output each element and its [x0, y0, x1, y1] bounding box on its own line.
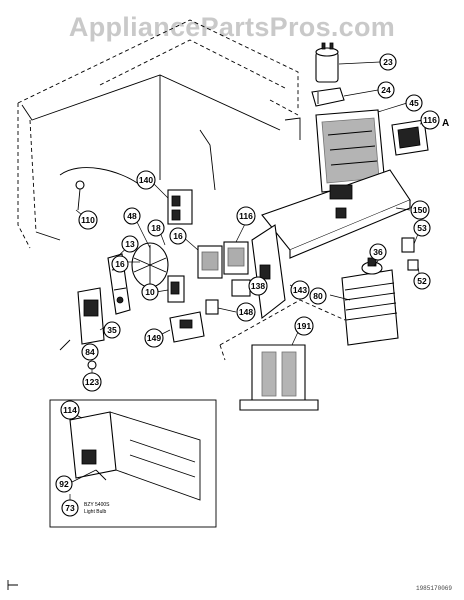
svg-text:45: 45 — [409, 98, 419, 108]
callout-16-b: 16 — [111, 255, 129, 273]
switch-mount-plate — [251, 224, 286, 320]
magnetron — [341, 257, 399, 346]
switch-bracket — [167, 189, 193, 225]
callout-114: 114 — [60, 400, 80, 420]
inset-note-desc: Light Bulb — [84, 509, 106, 515]
svg-text:23: 23 — [383, 57, 393, 67]
svg-text:36: 36 — [373, 247, 383, 257]
callout-16-a: 16 — [169, 227, 187, 245]
svg-text:35: 35 — [107, 325, 117, 335]
svg-text:148: 148 — [239, 307, 253, 317]
cooling-fan — [131, 242, 169, 288]
callout-191: 191 — [294, 316, 314, 336]
callout-80: 80 — [309, 287, 327, 305]
callout-116-b: 116 — [236, 206, 256, 226]
interlock-switches — [197, 241, 249, 279]
callout-110: 110 — [78, 210, 98, 230]
mount-plate — [261, 169, 411, 259]
callout-116-a: 116 A — [420, 110, 449, 130]
capacitor-bracket — [311, 87, 345, 107]
sensor-clip — [205, 299, 219, 315]
callout-13: 13 — [121, 235, 139, 253]
callout-84: 84 — [81, 343, 99, 361]
callout-45: 45 — [405, 94, 423, 112]
lamp-detail-inset — [49, 399, 217, 528]
transformer — [239, 344, 319, 411]
door-switch — [167, 275, 185, 303]
svg-text:84: 84 — [85, 347, 95, 357]
svg-text:143: 143 — [293, 285, 307, 295]
callout-123: 123 — [82, 372, 102, 392]
callout-24: 24 — [377, 81, 395, 99]
door-switch-assembly — [59, 287, 105, 370]
cabinet-outline — [17, 19, 346, 361]
callout-bubbles: 23 24 45 116 A 140 110 48 18 16 116 150 … — [55, 53, 449, 517]
callout-18: 18 — [147, 219, 165, 237]
svg-text:116: 116 — [239, 211, 253, 221]
callout-10: 10 — [141, 283, 159, 301]
callout-138: 138 — [248, 276, 268, 296]
svg-text:123: 123 — [85, 377, 99, 387]
callout-52: 52 — [413, 272, 431, 290]
svg-text:191: 191 — [297, 321, 311, 331]
watermark: AppliancePartsPros.com — [68, 12, 396, 42]
callout-35: 35 — [103, 321, 121, 339]
circuit-board-panel — [315, 109, 386, 193]
svg-text:138: 138 — [251, 281, 265, 291]
svg-text:149: 149 — [147, 333, 161, 343]
svg-text:48: 48 — [127, 211, 137, 221]
monitor-switch — [231, 279, 251, 297]
terminal-block — [401, 237, 419, 271]
svg-text:73: 73 — [65, 503, 75, 513]
svg-text:A: A — [442, 118, 449, 129]
svg-text:24: 24 — [381, 85, 391, 95]
svg-text:80: 80 — [313, 291, 323, 301]
svg-text:110: 110 — [81, 215, 95, 225]
svg-text:140: 140 — [139, 175, 153, 185]
callout-53: 53 — [413, 219, 431, 237]
svg-text:53: 53 — [417, 223, 427, 233]
svg-text:16: 16 — [173, 231, 183, 241]
callout-143: 143 — [290, 280, 310, 300]
footer-code: 1985170069 — [416, 585, 452, 592]
relay-top-right — [391, 119, 429, 156]
svg-text:16: 16 — [115, 259, 125, 269]
callout-36: 36 — [369, 243, 387, 261]
callout-73: 73 — [61, 499, 79, 517]
fuse-holder — [169, 311, 205, 343]
svg-text:52: 52 — [417, 276, 427, 286]
svg-text:150: 150 — [413, 205, 427, 215]
svg-text:18: 18 — [151, 223, 161, 233]
thermal-probe — [59, 167, 141, 211]
callout-148: 148 — [236, 302, 256, 322]
capacitor — [315, 42, 339, 83]
callout-48: 48 — [123, 207, 141, 225]
svg-text:114: 114 — [63, 405, 77, 415]
callout-92: 92 — [55, 475, 73, 493]
svg-text:116: 116 — [423, 115, 437, 125]
svg-text:13: 13 — [125, 239, 135, 249]
svg-text:92: 92 — [59, 479, 69, 489]
corner-marks — [7, 580, 18, 590]
inset-note-part: BZY 5400S — [84, 502, 110, 508]
callout-150: 150 — [410, 200, 430, 220]
callout-140: 140 — [136, 170, 156, 190]
callout-23: 23 — [379, 53, 397, 71]
callout-149: 149 — [144, 328, 164, 348]
svg-text:10: 10 — [145, 287, 155, 297]
